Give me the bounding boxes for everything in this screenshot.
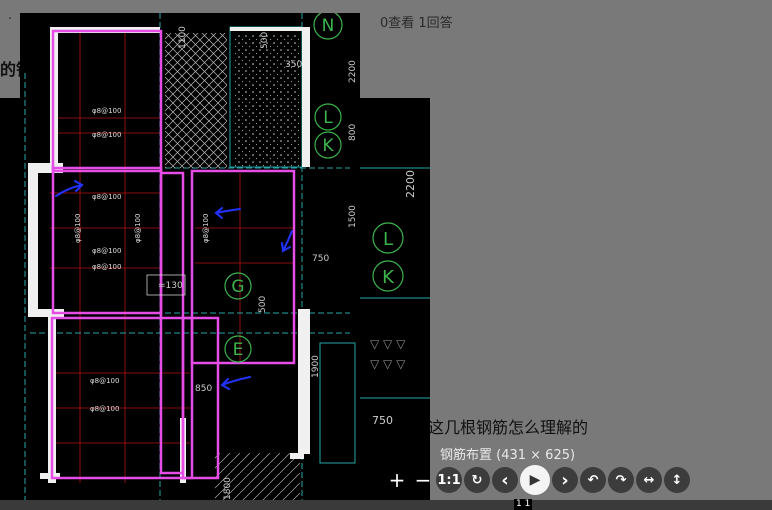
dim-2200: 2200 <box>348 60 358 83</box>
axis-label-k: K <box>322 136 334 156</box>
diagonal-area <box>215 453 300 508</box>
rebar-label-vertical: φ8@100 <box>202 214 210 243</box>
dim-1500: 1500 <box>348 205 358 228</box>
axis-label-e: E <box>233 340 244 360</box>
dim-850: 850 <box>195 384 212 394</box>
dim-1800: 1800 <box>223 477 233 500</box>
svg-text:▽ ▽ ▽: ▽ ▽ ▽ <box>370 337 406 351</box>
dim-500: 500 <box>258 296 268 313</box>
zoom-in-button[interactable]: + <box>388 468 406 492</box>
zoom-out-button[interactable]: − <box>414 468 432 492</box>
dim-750: 750 <box>312 254 329 264</box>
axis-label-n: N <box>322 16 335 36</box>
rotate-left-icon[interactable]: ↶ <box>580 467 606 493</box>
dim-1900: 1900 <box>311 355 321 378</box>
flip-horizontal-icon[interactable]: ↔ <box>636 467 662 493</box>
rebar-label: φ8@100 <box>92 107 121 115</box>
thumbnail-strip[interactable] <box>0 500 772 510</box>
bg-axis-k: K <box>382 267 395 288</box>
hatched-area <box>165 33 227 168</box>
axis-label-l: L <box>323 108 333 128</box>
page-indicator: 1 1 <box>514 499 533 510</box>
bg-dim-2200: 2200 <box>404 170 417 198</box>
rebar-label: φ8@100 <box>92 131 121 139</box>
dim-1100: 1100 <box>178 26 188 49</box>
bg-dim-750: 750 <box>372 414 393 427</box>
svg-text:▽ ▽ ▽: ▽ ▽ ▽ <box>370 357 406 371</box>
rebar-label: φ8@100 <box>92 193 121 201</box>
axis-label-g: G <box>231 277 244 297</box>
dim-350: 350 <box>285 60 302 70</box>
refresh-icon[interactable]: ↻ <box>464 467 490 493</box>
dim-500: 500 <box>260 32 270 49</box>
rebar-label-vertical: φ8@100 <box>134 214 142 243</box>
cad-drawing[interactable]: φ8@100 φ8@100 φ8@100 φ8@100 φ8@100 φ8@10… <box>20 13 360 508</box>
prev-image-button[interactable]: ‹ <box>492 467 518 493</box>
rebar-label: φ8@100 <box>90 377 119 385</box>
dim-130: =130 <box>158 281 183 291</box>
rotate-right-icon[interactable]: ↷ <box>608 467 634 493</box>
rebar-label: φ8@100 <box>92 263 121 271</box>
actual-size-button[interactable]: 1:1 <box>436 467 462 493</box>
bg-axis-l: L <box>383 229 393 250</box>
flip-vertical-icon[interactable]: ↕ <box>664 467 690 493</box>
rebar-label-vertical: φ8@100 <box>74 214 82 243</box>
rebar-label: φ8@100 <box>90 405 119 413</box>
dotted-area <box>233 33 299 168</box>
play-button[interactable]: ▶ <box>520 465 550 495</box>
rebar-label: φ8@100 <box>92 247 121 255</box>
image-size-info: 钢筋布置 (431 × 625) <box>440 448 576 463</box>
dim-800: 800 <box>348 124 358 141</box>
next-image-button[interactable]: › <box>552 467 578 493</box>
viewer-toolbar: + − 1:1 ↻ ‹ ▶ › ↶ ↷ ↔ ↕ <box>384 465 692 495</box>
